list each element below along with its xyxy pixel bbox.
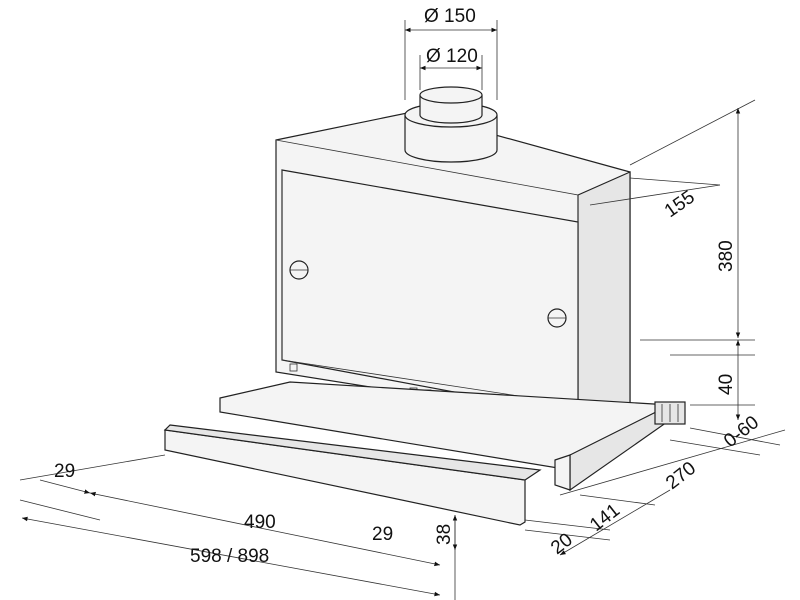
hood-body (275, 111, 631, 421)
knob-left-icon (289, 260, 309, 280)
knob-right-icon (547, 308, 567, 328)
dim-side-left: 29 (54, 461, 75, 482)
dim-panel-height: 38 (434, 524, 455, 545)
dim-duct-outer: Ø 150 (424, 6, 476, 27)
base-and-drawer (163, 381, 686, 526)
dimension-lines (19, 20, 786, 600)
duct-collar (404, 86, 498, 163)
dim-depth-duct: 155 (661, 187, 699, 222)
dim-duct-inner: Ø 120 (426, 46, 478, 67)
dim-height-base: 40 (716, 374, 737, 395)
dim-side-right: 29 (372, 524, 393, 545)
dim-total-width: 598 / 898 (190, 546, 269, 567)
dim-depth-front: 141 (586, 500, 624, 536)
dim-height-body: 380 (716, 240, 737, 272)
dim-depth-total: 270 (662, 458, 700, 494)
dim-inner-width: 490 (244, 512, 276, 533)
dim-adjust-range: 0-60 (720, 412, 763, 452)
dim-front-lip: 20 (547, 529, 577, 559)
